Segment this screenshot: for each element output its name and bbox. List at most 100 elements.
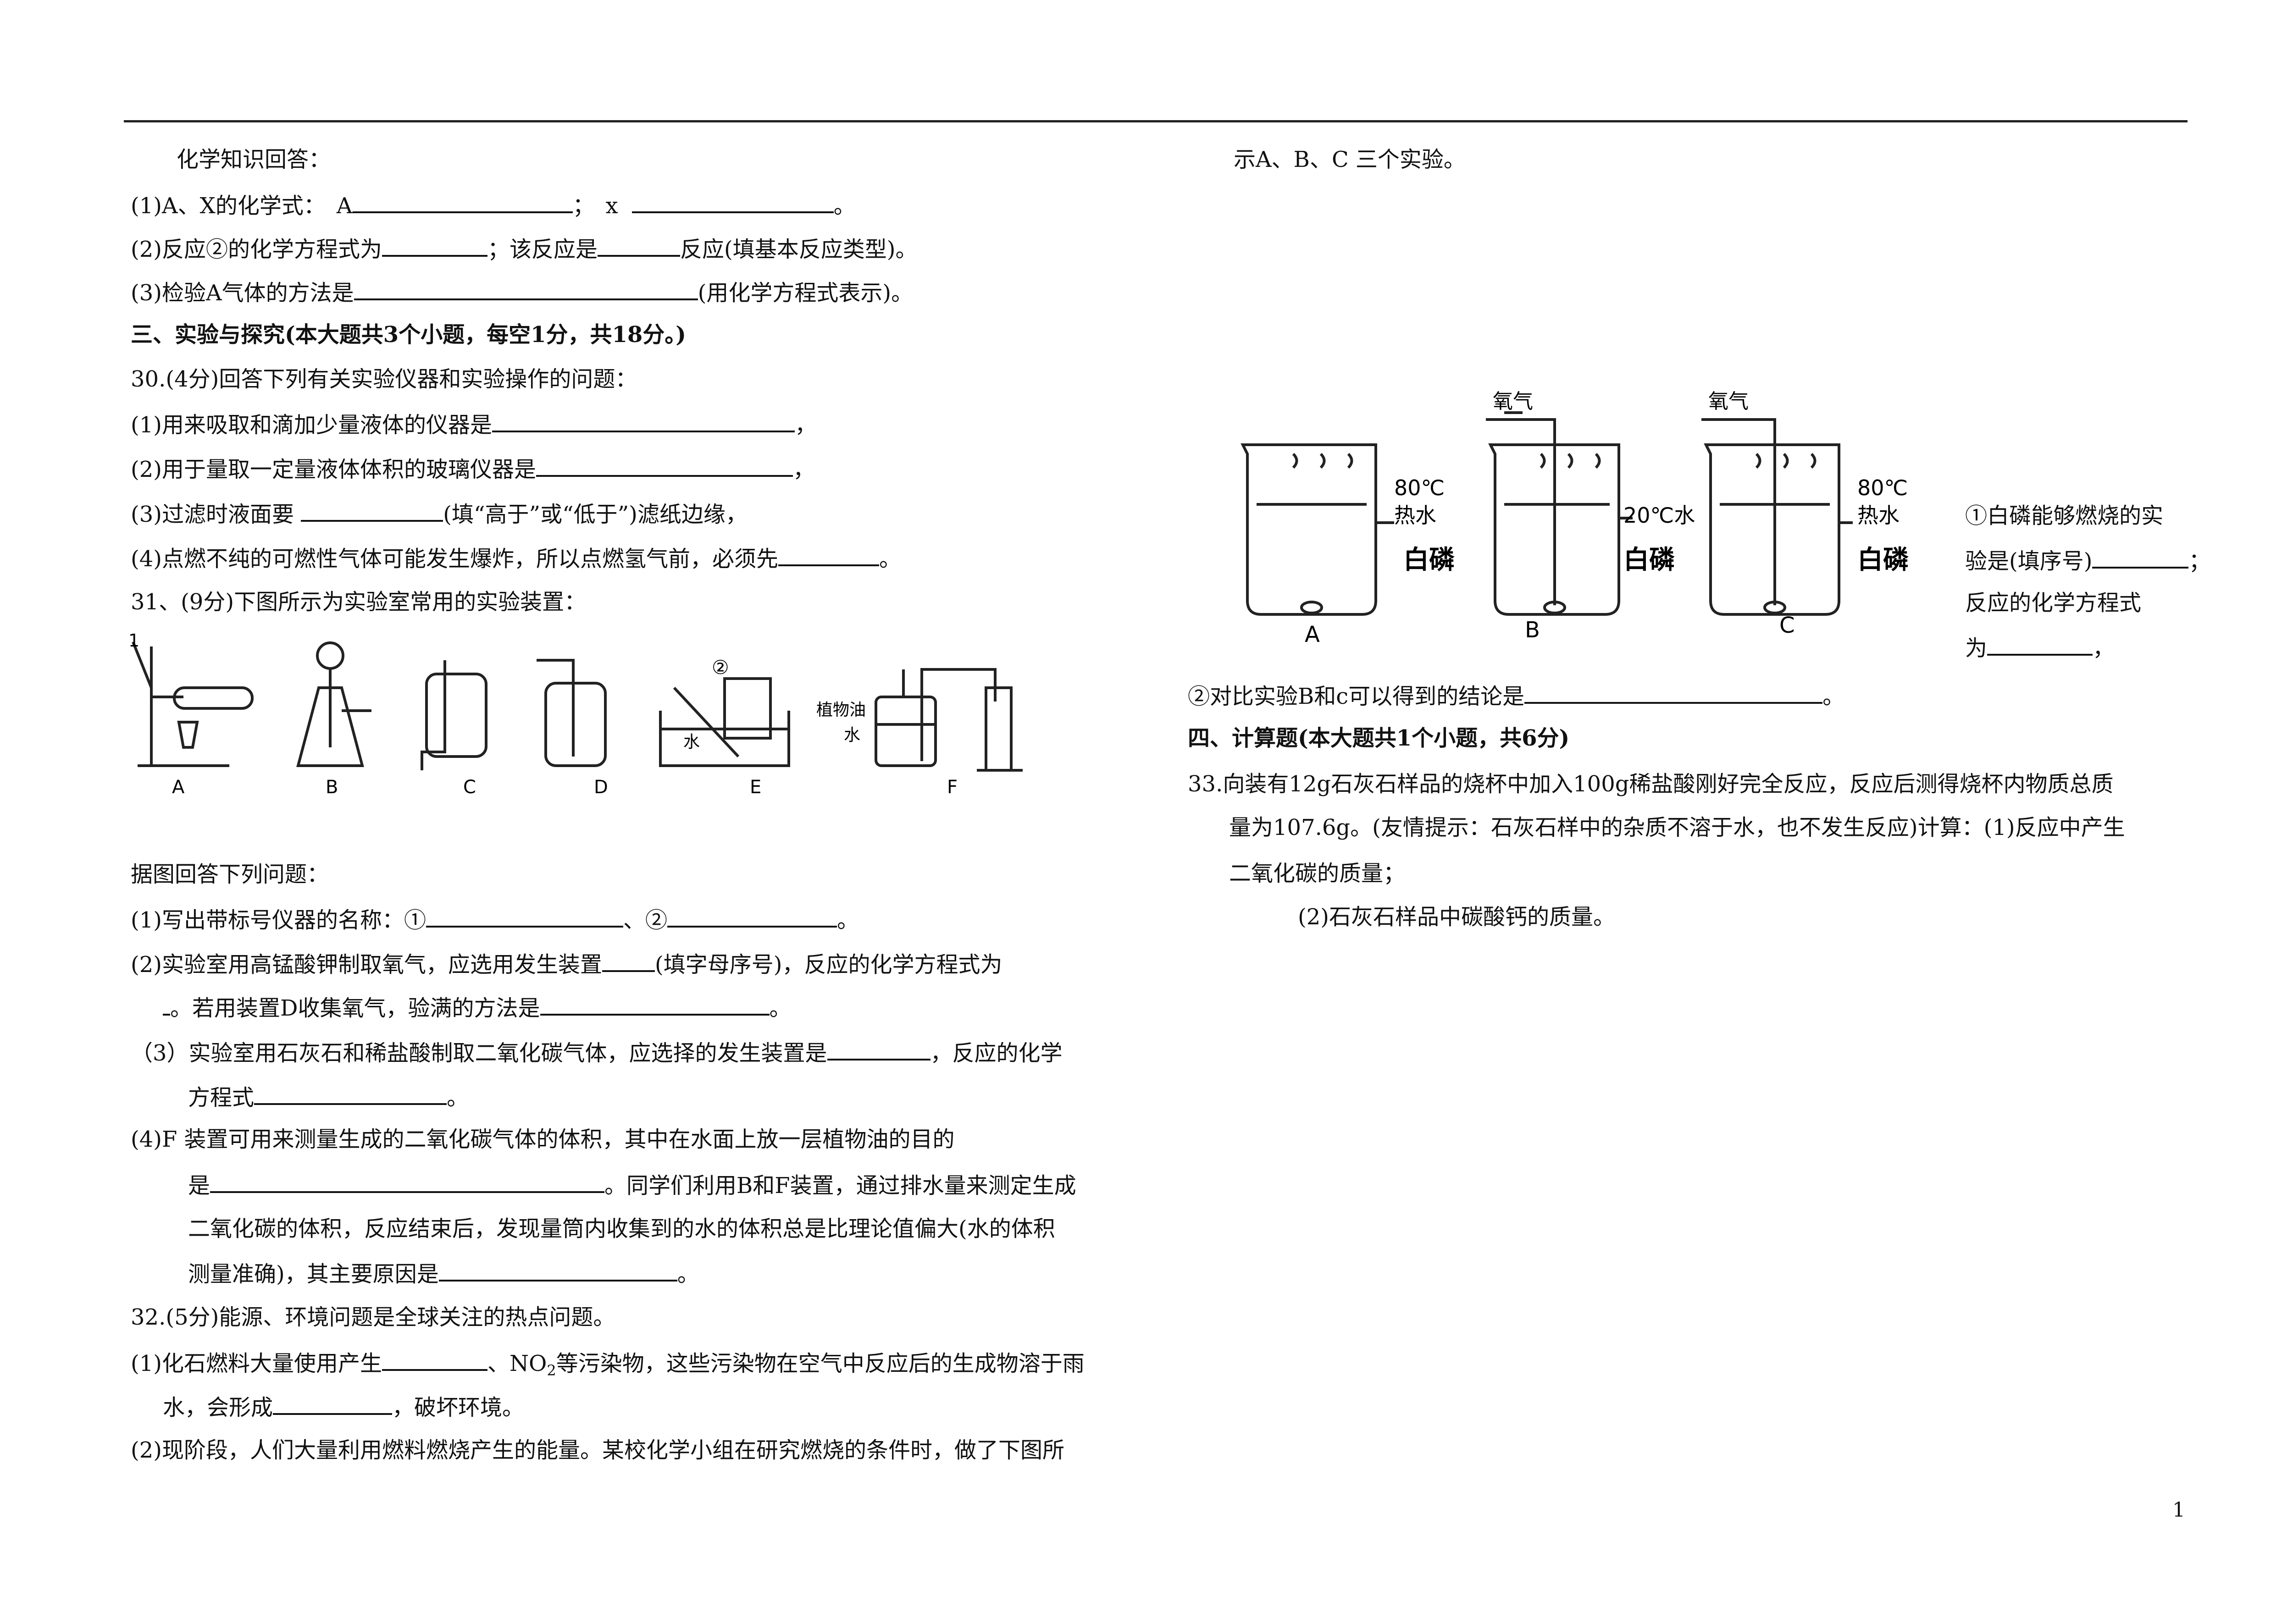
water-trough (659, 711, 790, 767)
label-a: A (172, 777, 185, 798)
text: （3）实验室用石灰石和稀盐酸制取二氧化碳气体，应选择的发生装置是 (131, 1040, 827, 1066)
text: (2)实验室用高锰酸钾制取氧气，应选用发生装置 (131, 952, 602, 978)
side-q3: 反应的化学方程式 (1965, 589, 2141, 617)
answer-blank[interactable] (273, 1392, 393, 1415)
text: ，反应的化学 (930, 1040, 1063, 1066)
temp-label-c: 80℃ (1857, 475, 1908, 500)
answer-blank[interactable] (2092, 546, 2189, 569)
q30-2: (2)用于量取一定量液体体积的玻璃仪器是， (131, 454, 815, 483)
label-e: E (750, 777, 761, 798)
text: 二氧化碳的质量； (1229, 861, 1406, 886)
text: ； x (572, 193, 618, 219)
answer-blank[interactable] (778, 543, 879, 566)
answer-blank[interactable] (354, 277, 698, 300)
text: (2)反应②的化学方程式为 (131, 237, 382, 262)
beaker-b (1488, 443, 1620, 616)
beaker-a (1241, 443, 1377, 616)
q33-line-3: 二氧化碳的质量； (1229, 860, 1405, 887)
text: 33.向装有12g石灰石样品的烧杯中加入100g稀盐酸刚好完全反应，反应后测得烧… (1188, 771, 2114, 797)
text: ， (795, 412, 817, 438)
answer-blank[interactable] (301, 499, 443, 522)
answer-blank[interactable] (382, 234, 487, 257)
q31-2: (2)实验室用高锰酸钾制取氧气，应选用发生装置 (填字母序号)，反应的化学方程式为 (131, 949, 1002, 978)
answer-blank[interactable] (602, 949, 655, 972)
oxygen-label-c: 氧气 (1708, 390, 1749, 413)
text: 是 (188, 1173, 210, 1199)
text: (3)检验A气体的方法是 (131, 280, 354, 306)
q31-4-cont: 是 。同学们利用B和F装置，通过排水量来测定生成 (188, 1170, 1076, 1199)
answer-blank[interactable] (426, 905, 623, 928)
answer-blank[interactable] (492, 409, 795, 432)
text: 方程式 (188, 1085, 255, 1110)
answer-blank[interactable] (667, 905, 837, 928)
side-q2: 验是(填序号)； (1965, 546, 2210, 575)
answer-blank[interactable] (438, 1259, 677, 1282)
text: ；该反应是 (487, 237, 598, 262)
text: (3)过滤时液面要 (131, 502, 301, 527)
q31-4-cont2: 二氧化碳的体积，反应结束后，发现量筒内收集到的水的体积总是比理论值偏大(水的体积 (188, 1215, 1055, 1243)
label-2: ② (712, 656, 729, 679)
answer-blank[interactable] (1524, 681, 1823, 704)
text: (1)写出带标号仪器的名称：① (131, 907, 426, 933)
q33-line-4: (2)石灰石样品中碳酸钙的质量。 (1298, 903, 1615, 931)
text: 。 (833, 193, 856, 219)
label-b: B (326, 777, 338, 798)
answer-blank[interactable] (352, 190, 573, 213)
text: ， (793, 457, 815, 482)
combustion-drawing: 氧气 氧气 80℃ 热水 白磷 20℃水 白磷 80℃ 热水 白磷 A B C (1241, 390, 1909, 647)
q31-1: (1)写出带标号仪器的名称：①、②。 (131, 905, 859, 934)
text: 。 (879, 546, 902, 572)
oxygen-tube-b (1486, 418, 1556, 605)
text: 。同学们利用B和F装置，通过排水量来测定生成 (604, 1173, 1076, 1199)
answer-blank[interactable] (598, 234, 681, 257)
hot-water-label-a: 热水 (1394, 503, 1436, 528)
label-oil: 植物油 (816, 701, 866, 719)
tube-d (537, 659, 575, 757)
answer-blank[interactable] (210, 1170, 605, 1193)
q29-1: (1)A、X的化学式： A； x。 (131, 190, 856, 220)
steam-a (1292, 453, 1353, 469)
tube-e (673, 686, 740, 758)
text: 验是(填序号) (1965, 548, 2093, 574)
text: (1)用来吸取和滴加少量液体的仪器是 (131, 412, 492, 438)
text: ， (2093, 635, 2115, 661)
text: 测量准确)，其主要原因是 (188, 1261, 439, 1287)
text: 、② (623, 907, 668, 933)
text: 反应(填基本反应类型)。 (680, 237, 918, 262)
answer-blank[interactable] (631, 190, 834, 213)
q31-2-cont: 。若用装置D收集氧气，验满的方法是。 (163, 993, 792, 1022)
text: 二氧化碳的体积，反应结束后，发现量筒内收集到的水的体积总是比理论值偏大(水的体积 (188, 1216, 1055, 1242)
section-3-heading: 三、实验与探究(本大题共3个小题，每空1分，共18分。) (131, 321, 686, 348)
steam-b (1540, 453, 1601, 469)
beaker-label-c: C (1779, 613, 1795, 638)
q32-1: (1)化石燃料大量使用产生、NO2等污染物，这些污染物在空气中反应后的生成物溶于… (131, 1348, 1085, 1384)
q31-heading: 31、(9分)下图所示为实验室常用的实验装置： (131, 588, 586, 616)
text: 等污染物，这些污染物在空气中反应后的生成物溶于雨 (556, 1351, 1085, 1376)
answer-blank[interactable] (827, 1038, 930, 1061)
answer-blank[interactable] (540, 993, 770, 1016)
text: 化学知识回答： (177, 147, 331, 172)
tube-c (421, 660, 446, 770)
bottle-f (875, 696, 937, 767)
text: (填字母序号)，反应的化学方程式为 (655, 952, 1002, 978)
q31-3-cont: 方程式 。 (188, 1082, 469, 1111)
text: (4)点燃不纯的可燃性气体可能发生爆炸，所以点燃氢气前，必须先 (131, 546, 778, 572)
q31-4: (4)F 装置可用来测量生成的二氧化碳气体的体积，其中在水面上放一层植物油的目的 (131, 1126, 955, 1153)
answer-blank[interactable] (536, 454, 793, 477)
label-1: 1 (128, 633, 139, 651)
text: 、NO (487, 1351, 547, 1376)
q30-heading: 30.(4分)回答下列有关实验仪器和实验操作的问题： (131, 365, 637, 393)
text: 。若用装置D收集氧气，验满的方法是 (170, 995, 540, 1021)
answer-blank[interactable] (163, 993, 170, 1016)
answer-blank[interactable] (382, 1348, 487, 1371)
oxygen-label-b: 氧气 (1493, 390, 1533, 413)
text: 30.(4分)回答下列有关实验仪器和实验操作的问题： (131, 366, 637, 392)
answer-blank[interactable] (254, 1082, 447, 1105)
hot-water-label-c: 热水 (1857, 503, 1900, 528)
answer-blank[interactable] (1987, 633, 2093, 656)
q30-3: (3)过滤时液面要 (填“高于”或“低于”)滤纸边缘， (131, 499, 748, 528)
funnel-bulb (316, 641, 344, 670)
measuring-cylinder (985, 686, 1013, 772)
white-phosphorus-c (1763, 601, 1786, 614)
text: 。 (447, 1085, 469, 1110)
